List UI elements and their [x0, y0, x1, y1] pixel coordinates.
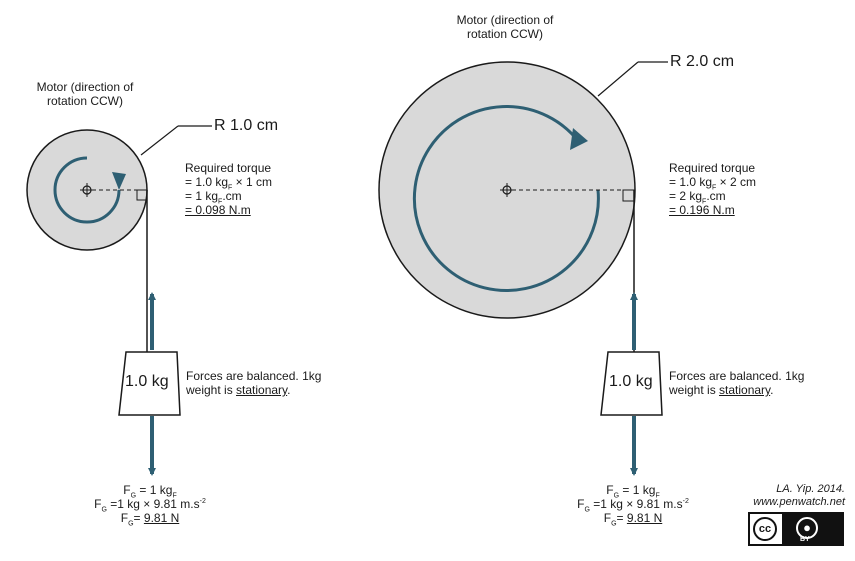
left-rotation-arrowhead — [112, 172, 126, 190]
right-motor-label-line1: Motor (direction of — [456, 13, 554, 27]
right-balance-line2: weight is stationary. — [669, 383, 774, 397]
by-panel: ● BY — [782, 514, 842, 544]
left-mass-label: 1.0 kg — [125, 373, 169, 390]
left-force-line1: FG = 1 kgF — [123, 483, 177, 500]
left-motor-label-line1: Motor (direction of — [36, 80, 134, 94]
left-force-line3: FG= 9.81 N — [120, 511, 180, 528]
left-motor-label-line2: rotation CCW) — [46, 94, 123, 108]
credit-url: www.penwatch.net — [753, 496, 845, 508]
left-force-text: FG = 1 kgF FG =1 kg × 9.81 m.s-2 FG= 9.8… — [60, 483, 240, 528]
right-mass-label: 1.0 kg — [609, 373, 653, 390]
left-torque-text: Required torque = 1.0 kgF × 1 cm = 1 kgF… — [185, 161, 272, 217]
left-torque-heading: Required torque — [185, 161, 272, 175]
right-force-line2: FG =1 kg × 9.81 m.s-2 — [577, 497, 689, 514]
right-radius-label: R 2.0 cm — [670, 53, 735, 70]
by-label: BY — [800, 536, 810, 543]
right-torque-heading: Required torque — [669, 161, 756, 175]
credit-author: LA. Yip. 2014. — [776, 483, 845, 495]
right-torque-line2: = 1.0 kgF × 2 cm — [669, 175, 756, 192]
right-force-line3: FG= 9.81 N — [603, 511, 663, 528]
right-force-text: FG = 1 kgF FG =1 kg × 9.81 m.s-2 FG= 9.8… — [543, 483, 723, 528]
left-balance-line1: Forces are balanced. 1kg — [186, 369, 322, 383]
left-motor-label: Motor (direction of rotation CCW) — [20, 80, 150, 108]
right-motor-label: Motor (direction of rotation CCW) — [420, 13, 590, 41]
right-weight — [600, 351, 663, 416]
right-motor-label-line2: rotation CCW) — [466, 27, 543, 41]
right-balance-text: Forces are balanced. 1kg weight is stati… — [669, 369, 804, 397]
left-balance-text: Forces are balanced. 1kg weight is stati… — [186, 369, 321, 397]
cc-by-license-badge[interactable]: cc ● BY — [748, 512, 844, 546]
left-weight — [118, 351, 181, 416]
left-torque-result: = 0.098 N.m — [185, 203, 251, 217]
right-rotation-arrow — [412, 105, 600, 292]
right-radius-leader — [597, 61, 639, 97]
right-torque-text: Required torque = 1.0 kgF × 2 cm = 2 kgF… — [669, 161, 756, 217]
left-balance-line2: weight is stationary. — [186, 383, 291, 397]
right-force-line1: FG = 1 kgF — [606, 483, 660, 500]
left-torque-line3: = 1 kgF.cm — [185, 189, 242, 206]
left-torque-line2: = 1.0 kgF × 1 cm — [185, 175, 272, 192]
right-rotation-arrowhead — [570, 128, 588, 150]
right-torque-line3: = 2 kgF.cm — [669, 189, 726, 206]
person-icon: ● — [796, 517, 818, 539]
left-rotation-arrow — [53, 156, 121, 224]
left-radius-leader — [140, 125, 179, 156]
right-balance-line1: Forces are balanced. 1kg — [669, 369, 805, 383]
right-torque-result: = 0.196 N.m — [669, 203, 735, 217]
cc-logo-icon: cc — [753, 517, 777, 541]
left-radius-label: R 1.0 cm — [214, 117, 279, 134]
left-force-line2: FG =1 kg × 9.81 m.s-2 — [94, 497, 206, 514]
credit: LA. Yip. 2014. www.penwatch.net — [720, 483, 845, 509]
